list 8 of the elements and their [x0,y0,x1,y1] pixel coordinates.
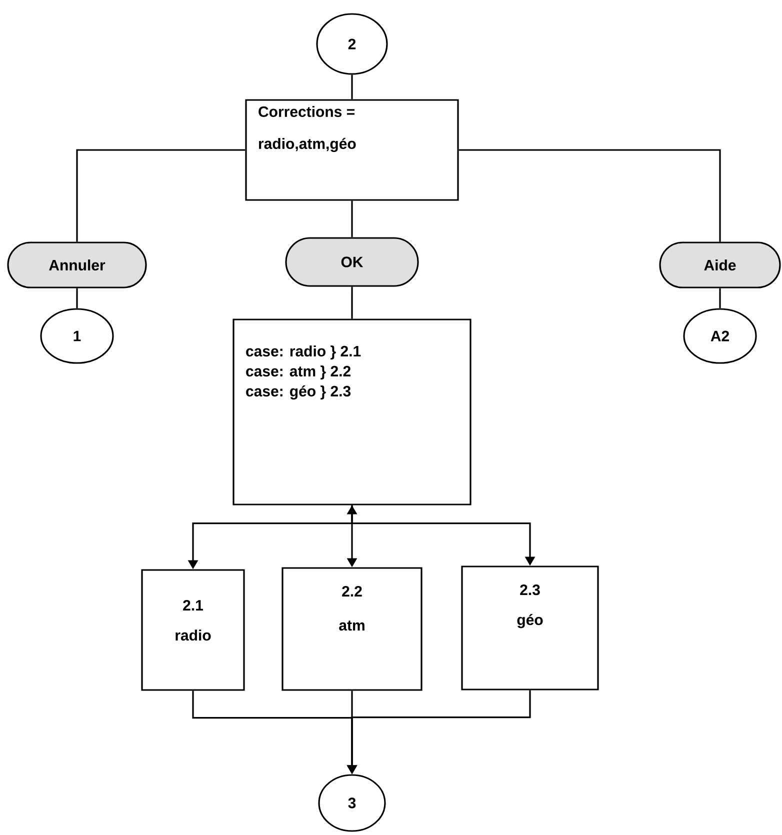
button-pill: OK [285,237,419,287]
process-box: Corrections = radio,atm,géo [245,99,459,201]
process-box: case: radio } 2.1 case: atm } 2.2 case: géo } 2.3 [232,318,472,506]
process-box: 2.1 radio [141,569,245,691]
button-pill: Aide [659,242,781,288]
button-pill: Annuler [7,242,147,288]
process-box: 2.3 géo [461,566,599,690]
process-box: 2.2 atm [282,567,422,691]
